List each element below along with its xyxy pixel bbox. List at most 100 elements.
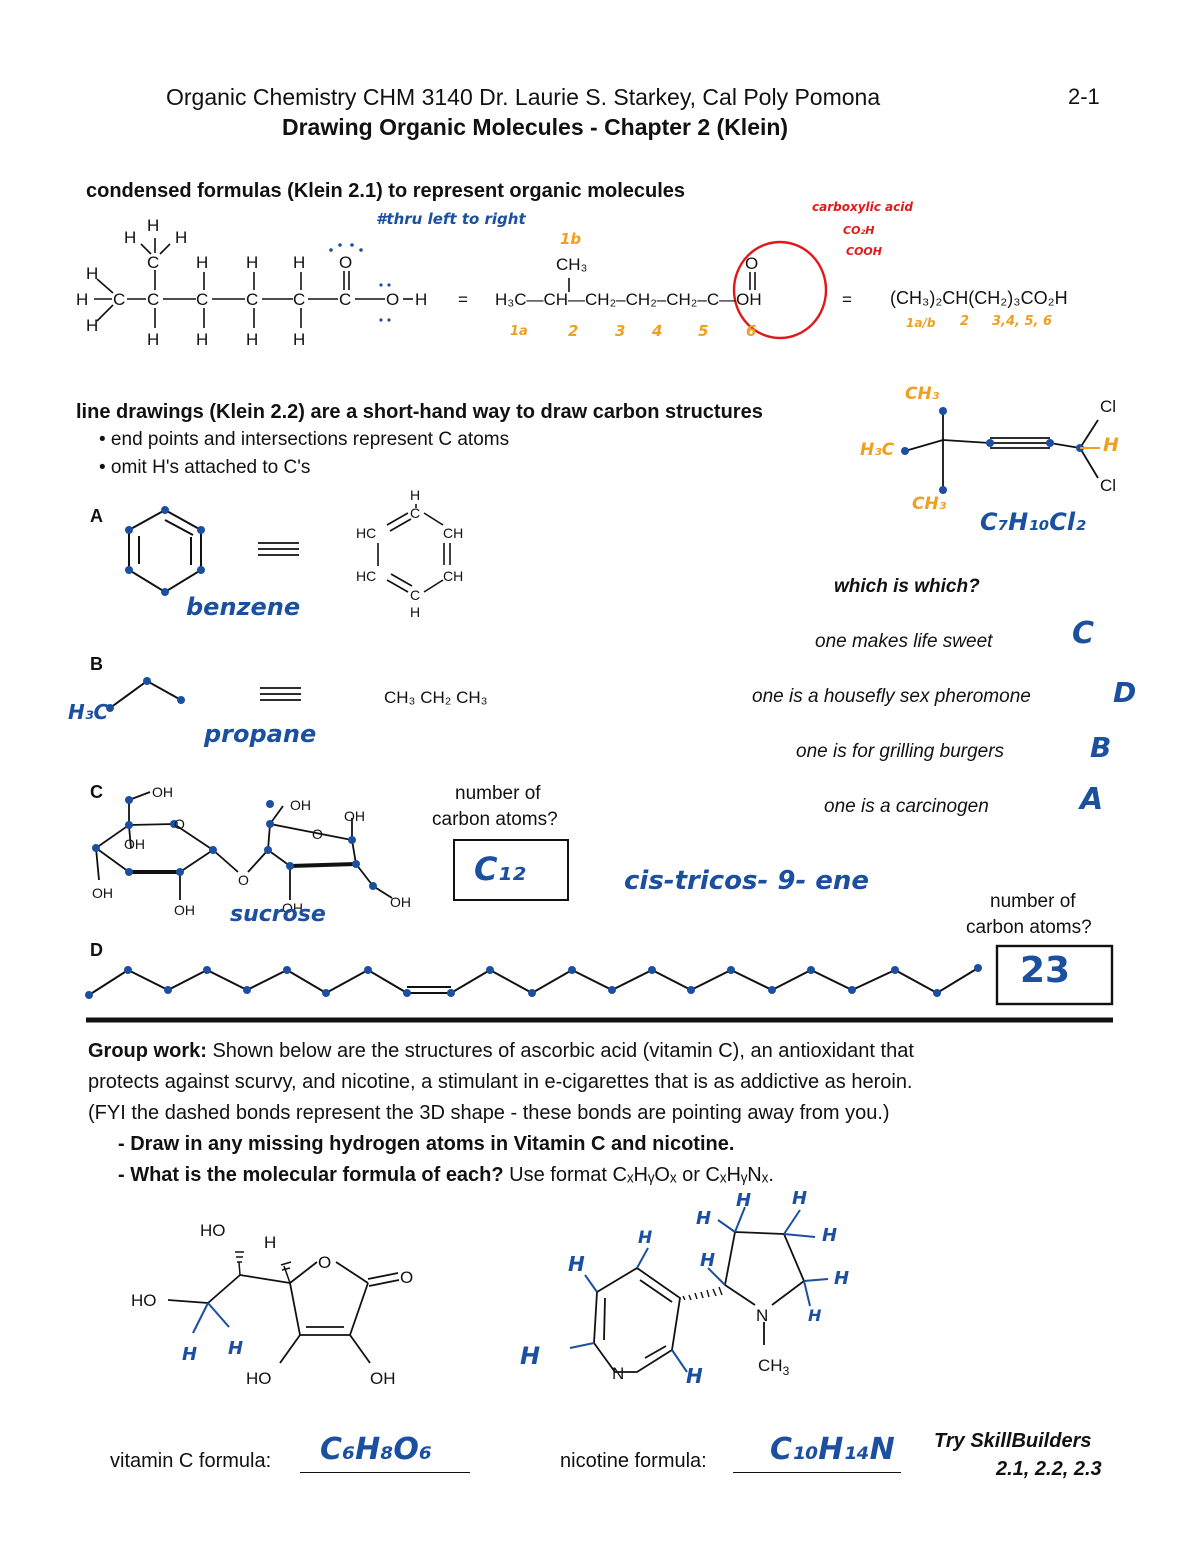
svg-text:OH: OH xyxy=(344,808,365,824)
task-2: - What is the molecular formula of each? xyxy=(118,1164,504,1186)
clue-2-answer: D xyxy=(1113,676,1137,709)
svg-text:CH3: CH3 xyxy=(758,1356,790,1378)
label-cl-bottom: Cl xyxy=(1100,476,1117,495)
question-d-2: carbon atoms? xyxy=(966,917,1092,938)
vitc-answer-line xyxy=(300,1472,470,1473)
vitamin-c-structure: HO H O O HO HO OH xyxy=(131,1221,413,1388)
svg-text:H: H xyxy=(86,316,98,335)
svg-text:O: O xyxy=(174,816,185,832)
expanded-atoms: H H H C C C H H H H C H H C H H C H H C … xyxy=(76,216,427,349)
svg-text:H: H xyxy=(147,216,159,235)
expanded-structure xyxy=(94,238,413,328)
group-work-line-1: Group work: Shown below are the structur… xyxy=(88,1040,914,1063)
nicotine-answer-line xyxy=(733,1472,901,1473)
svg-text:O: O xyxy=(312,826,323,842)
svg-text:OH: OH xyxy=(390,894,411,910)
svg-text:H: H xyxy=(410,604,420,620)
answer-d: 23 xyxy=(1020,950,1071,991)
left-to-right-note: #thru left to right xyxy=(376,210,526,228)
molecular-formula-example: C₇H₁₀Cl₂ xyxy=(980,508,1086,536)
benzene-kekule: H C HC CH HC CH C H xyxy=(356,487,463,620)
clue-1-answer: C xyxy=(1072,616,1095,651)
svg-text:C: C xyxy=(147,253,159,272)
task-2-hint: Use format CₓHᵧOₓ or CₓHᵧNₓ. xyxy=(503,1164,774,1186)
name-propane: propane xyxy=(204,720,317,748)
answer-box-d xyxy=(995,944,1114,1006)
carboxylic-note-3: COOH xyxy=(846,245,882,258)
svg-text:HC: HC xyxy=(356,568,376,584)
svg-text:N: N xyxy=(756,1306,768,1325)
condensed-bonds xyxy=(568,272,756,292)
svg-text:H: H xyxy=(86,264,98,283)
svg-text:H: H xyxy=(175,228,187,247)
name-tricosene: cis-tricos- 9- ene xyxy=(624,866,870,896)
clue-1: one makes life sweet xyxy=(815,631,993,652)
nicotine-formula-answer[interactable]: C₁₀H₁₄N xyxy=(770,1432,895,1467)
nic-h-1: H xyxy=(568,1252,585,1276)
svg-text:H: H xyxy=(196,253,208,272)
nic-h-7: H xyxy=(792,1188,808,1209)
bullet-1: • end points and intersections represent… xyxy=(99,429,510,450)
number-2: 2 xyxy=(568,322,579,340)
svg-text:OH: OH xyxy=(174,902,195,918)
svg-text:C: C xyxy=(410,505,420,521)
task-1: - Draw in any missing hydrogen atoms in … xyxy=(118,1133,735,1155)
equals-1: = xyxy=(458,290,468,309)
carboxylic-note-1: carboxylic acid xyxy=(812,200,913,214)
svg-text:H: H xyxy=(264,1233,276,1252)
svg-text:OH: OH xyxy=(282,900,303,916)
clue-2: one is a housefly sex pheromone xyxy=(752,686,1031,707)
clue-4: one is a carcinogen xyxy=(824,796,989,817)
name-sucrose: sucrose xyxy=(230,902,326,927)
svg-text:O: O xyxy=(386,290,399,309)
vitc-formula-answer[interactable]: C₆H₈O₆ xyxy=(320,1432,433,1467)
label-ch3-bottom: CH₃ xyxy=(912,494,947,514)
svg-text:OH: OH xyxy=(92,885,113,901)
svg-text:C: C xyxy=(246,290,258,309)
answer-box-c xyxy=(453,839,569,901)
svg-text:O: O xyxy=(400,1268,413,1287)
nic-h-4: H xyxy=(686,1364,703,1388)
condensed-formula: H₃C—CH—CH₂–CH₂–CH₂–C—OH xyxy=(495,290,762,309)
name-benzene: benzene xyxy=(186,593,301,621)
number-4: 4 xyxy=(652,322,663,340)
skillbuilders-2: 2.1, 2.2, 2.3 xyxy=(996,1458,1102,1480)
equals-2: = xyxy=(842,290,852,309)
svg-text:N: N xyxy=(612,1364,624,1383)
label-propane-h3c: H₃C xyxy=(68,700,109,724)
nic-h-2: H xyxy=(638,1228,653,1248)
task-2-line: - What is the molecular formula of each?… xyxy=(118,1164,774,1187)
svg-text:OH: OH xyxy=(124,836,145,852)
benzene-line-drawing xyxy=(125,506,205,596)
nic-h-8: H xyxy=(822,1225,838,1246)
group-work-line-3: (FYI the dashed bonds represent the 3D s… xyxy=(88,1102,890,1124)
nicotine-formula-label: nicotine formula: xyxy=(560,1450,707,1472)
nic-h-10: H xyxy=(808,1306,822,1325)
svg-text:H: H xyxy=(147,330,159,349)
group-work-text-1: Shown below are the structures of ascorb… xyxy=(206,1040,914,1062)
vitc-formula-label: vitamin C formula: xyxy=(110,1450,272,1472)
number-1b: 1b xyxy=(560,230,582,248)
condensed-heading: condensed formulas (Klein 2.1) to repres… xyxy=(86,180,686,202)
svg-text:CH: CH xyxy=(443,568,463,584)
svg-text:C: C xyxy=(147,290,159,309)
carboxyl-circle xyxy=(732,240,828,340)
dichloro-molecule xyxy=(901,407,1100,494)
bullet-2: • omit H's attached to C's xyxy=(99,457,311,478)
label-c: C xyxy=(90,782,103,802)
nic-h-3: H xyxy=(520,1342,541,1370)
svg-text:H: H xyxy=(124,228,136,247)
svg-text:CH: CH xyxy=(443,525,463,541)
label-b: B xyxy=(90,654,103,674)
vitc-h-2: H xyxy=(228,1338,244,1359)
svg-text:H: H xyxy=(246,330,258,349)
tricosene-chain xyxy=(85,964,982,999)
group-work-line-2: protects against scurvy, and nicotine, a… xyxy=(88,1071,913,1093)
number-1a: 1a xyxy=(510,324,528,339)
question-d-1: number of xyxy=(990,891,1076,912)
clue-3: one is for grilling burgers xyxy=(796,741,1005,762)
condensed-branch-ch3: CH₃ xyxy=(556,255,588,274)
svg-text:C: C xyxy=(196,290,208,309)
